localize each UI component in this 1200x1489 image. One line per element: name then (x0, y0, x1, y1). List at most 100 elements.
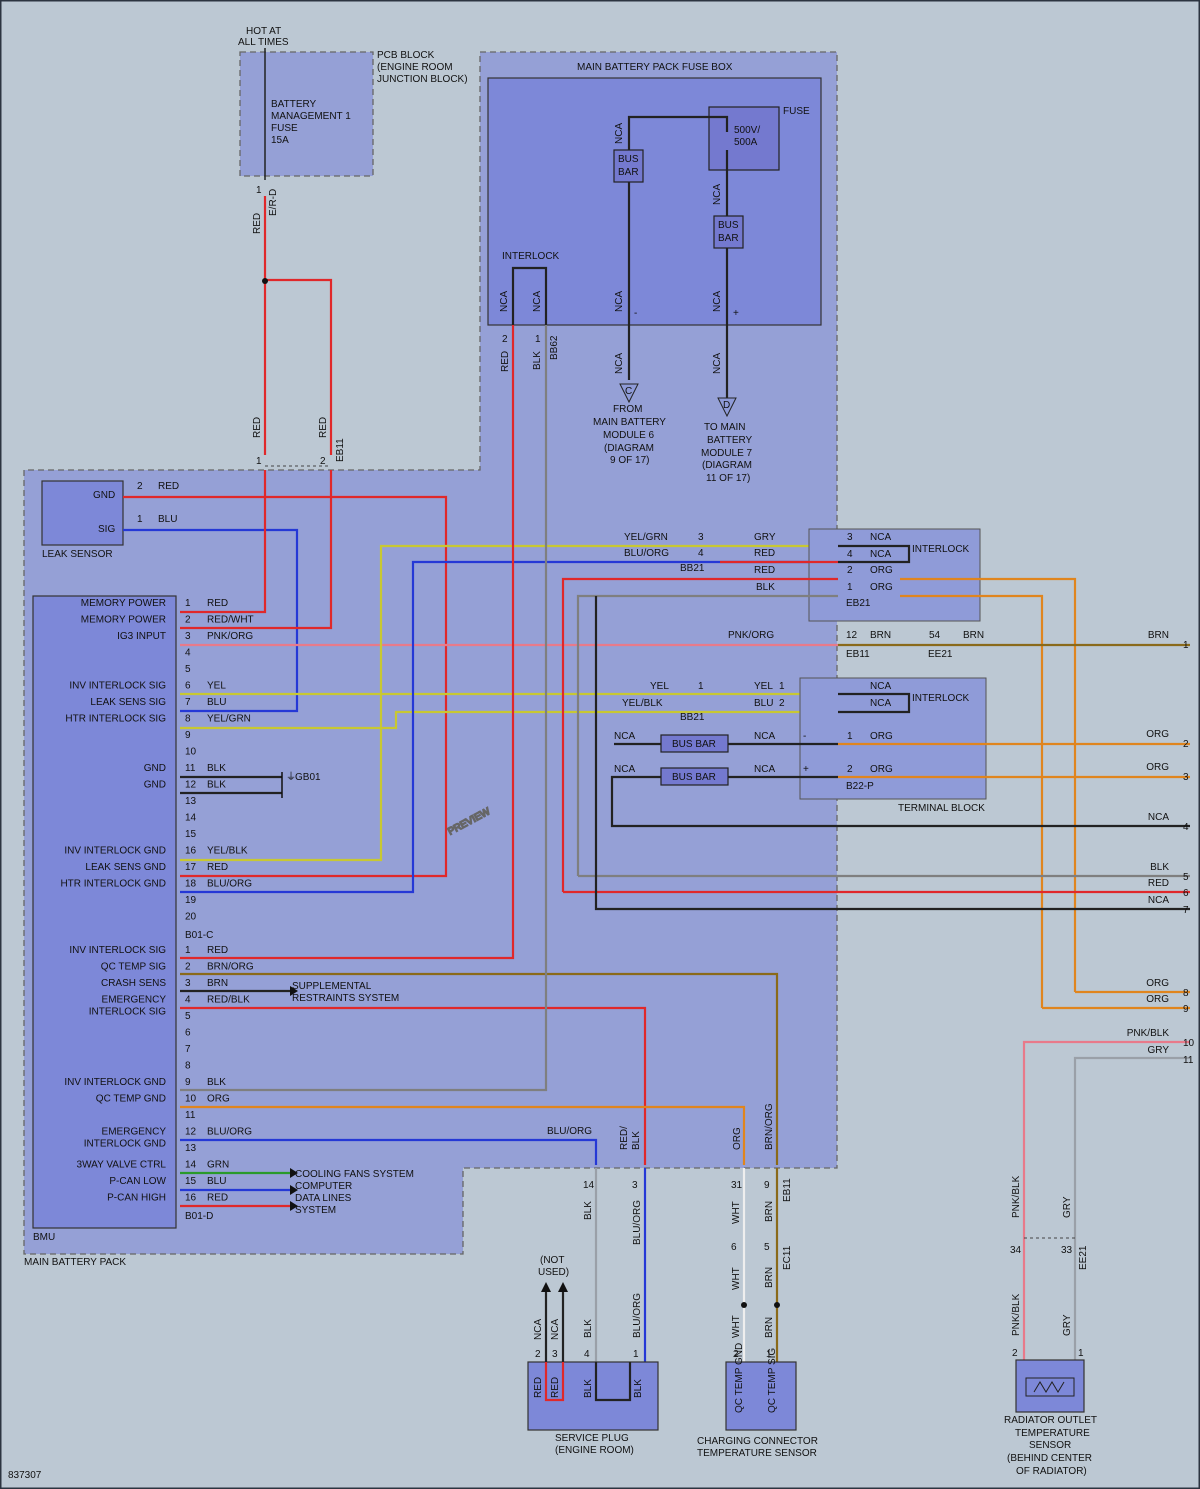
wire-htr-interlock-gnd (180, 560, 838, 894)
bb21-bluorg: BLU/ORG (624, 548, 669, 559)
bmu-c-pin: 6 (185, 681, 191, 692)
conn-bb62: BB62 (549, 335, 560, 360)
fuse-label-1: BATTERY (271, 99, 317, 110)
wire-red-fuse-eb11 (263, 196, 333, 455)
right-pin-number: 2 (1183, 739, 1189, 750)
bb21-pin-3: 3 (698, 532, 704, 543)
terminal-nca-2: NCA (870, 698, 891, 709)
radiator-label-1: RADIATOR OUTLET (1004, 1415, 1097, 1426)
bmu-c-pin: 5 (185, 664, 191, 675)
bottom-pin-3: 3 (632, 1180, 638, 1191)
bmu-c-pin: 9 (185, 730, 191, 741)
cc-pin-2: 2 (733, 1349, 739, 1360)
bmu-c-label: INV INTERLOCK GND (64, 846, 166, 857)
bmu-d-wire-color: BLK (207, 1077, 226, 1088)
label-brn-2: BRN (764, 1267, 775, 1288)
bmu-c-pin: 19 (185, 895, 197, 906)
bmu-d-label: 3WAY VALVE CTRL (77, 1160, 167, 1171)
rad-pnkblk-2: PNK/BLK (1011, 1293, 1022, 1336)
label-blk-1: BLK (583, 1201, 594, 1220)
conn-ee21-mid: EE21 (928, 649, 953, 660)
rad-gry-1: GRY (1062, 1196, 1073, 1218)
sp-pin-1: 1 (633, 1349, 639, 1360)
interlock-upper-label: INTERLOCK (912, 544, 970, 555)
ee21-pin-33: 33 (1061, 1245, 1073, 1256)
bmu-d-pin: 10 (185, 1094, 197, 1105)
bmu-d-wire-color: RED/BLK (207, 995, 250, 1006)
bmu-d-label: INV INTERLOCK GND (64, 1077, 166, 1088)
eb21-pin-3: 3 (847, 532, 853, 543)
bmu-d-wire-color: ORG (207, 1094, 230, 1105)
eb21-org-1: ORG (870, 565, 893, 576)
fusebox-interlock-label: INTERLOCK (502, 251, 560, 262)
bmu-c-pin: 11 (185, 763, 196, 774)
sp-pin-4: 4 (584, 1349, 590, 1360)
leak-pin-2: 2 (137, 481, 143, 492)
bmu-d-wire-color: BLU/ORG (207, 1127, 252, 1138)
service-plug-label-1: SERVICE PLUG (555, 1433, 629, 1444)
label-bluorg-2: BLU/ORG (632, 1293, 643, 1338)
bmu-c-label: INV INTERLOCK SIG (69, 681, 166, 692)
leak-sensor (41, 480, 124, 546)
charging-connector-temp-sensor (725, 1361, 797, 1431)
pin-2-eb11: 2 (320, 456, 326, 467)
bmu-c-pin: 14 (185, 813, 197, 824)
thermistor-zigzag (1033, 1381, 1065, 1393)
bmu-d-pin: 8 (185, 1061, 191, 1072)
radiator-label-5: OF RADIATOR) (1016, 1466, 1087, 1477)
bmu-d-wire-color: GRN (207, 1160, 229, 1171)
eb21-pin-2: 2 (847, 565, 853, 576)
wire-inv-interlock-sig-d (180, 325, 515, 960)
fuse-label-2: MANAGEMENT 1 (271, 111, 351, 122)
splice-brn (774, 1302, 780, 1308)
can-high-arrow (290, 1201, 298, 1211)
wire-gry-pin11 (1073, 1056, 1190, 1360)
terminal-pin-1: 1 (779, 681, 785, 692)
terminal-plus: + (803, 764, 809, 775)
wire-org-pin9 (900, 594, 1044, 1008)
bmu-c-pin: 20 (185, 912, 197, 923)
pin-c: C (625, 386, 632, 397)
rad-pnkblk-1: PNK/BLK (1011, 1175, 1022, 1218)
ground-icon: ⏚ (286, 771, 296, 783)
wire-qc-temp-sig (180, 972, 779, 1165)
wire-blk-eb21-1 (576, 594, 838, 876)
radiator-label-4: (BEHIND CENTER (1007, 1453, 1092, 1464)
bmu-c-pin: 1 (185, 598, 191, 609)
pcb-label-1: PCB BLOCK (377, 50, 435, 61)
service-plug (527, 1361, 659, 1431)
all-times-label: ALL TIMES (238, 37, 289, 48)
nca-label-f: NCA (712, 353, 723, 374)
conn-b22p: B22-P (846, 781, 874, 792)
bus-bar-left-label2: BAR (618, 167, 639, 178)
bmu-d-label: QC TEMP SIG (101, 962, 166, 973)
bmu-c-label: MEMORY POWER (81, 598, 166, 609)
bmu-label: BMU (33, 1232, 55, 1243)
sp-pin-2: 2 (535, 1349, 541, 1360)
terminal-minus: - (803, 731, 806, 742)
conn-b01-c: B01-C (185, 930, 213, 941)
bmu-c-wire-color: BLU/ORG (207, 879, 252, 890)
fans-label: COOLING FANS SYSTEM (295, 1169, 414, 1180)
bmu-d-pin: 6 (185, 1028, 191, 1039)
sp-blk-1: BLK (583, 1379, 594, 1398)
bmu-d-label: P-CAN LOW (109, 1176, 166, 1187)
bmu-d-label-2: INTERLOCK SIG (89, 1007, 166, 1018)
wire-htr-interlock-sig (180, 710, 838, 730)
right-pin-color: ORG (1146, 994, 1169, 1005)
to-module-arrow (717, 397, 737, 418)
main-battery-pack-area (23, 51, 838, 1255)
bmu-d-pin: 11 (185, 1110, 196, 1121)
terminal-blu: BLU (754, 698, 773, 709)
ee21-pin-34: 34 (1010, 1245, 1022, 1256)
label-brn-1: BRN (764, 1201, 775, 1222)
red-label-left: RED (252, 417, 263, 438)
wire-emergency-interlock-sig (180, 1006, 647, 1165)
bmu-c-label: IG3 INPUT (117, 631, 166, 642)
wire-org-pin8 (900, 577, 1077, 992)
bmu-c-wire-color: YEL/GRN (207, 714, 251, 725)
bmu-c-wire-color: YEL (207, 681, 226, 692)
busbar-nca-3: NCA (754, 731, 775, 742)
bmu-d-pin: 5 (185, 1011, 191, 1022)
